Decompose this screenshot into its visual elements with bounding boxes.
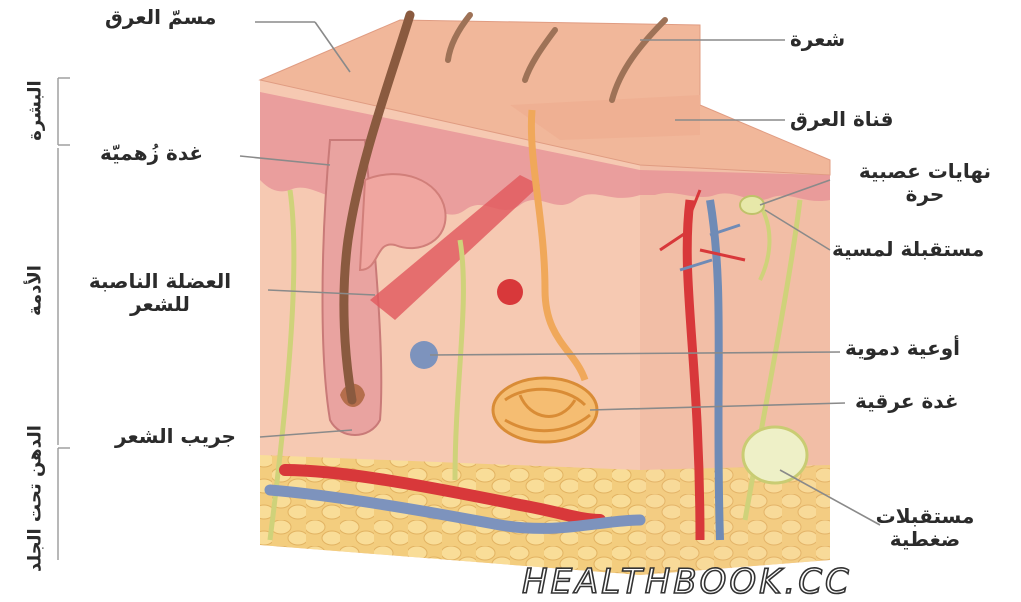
label-sebaceous-gland: غدة زُهميّة [100, 142, 203, 165]
layer-label-epidermis: البشرة [25, 71, 46, 151]
label-arrector-pili-line1: العضلة الناصبة [55, 270, 265, 293]
layer-brackets [58, 78, 70, 560]
watermark: HEALTHBOOK.CC [522, 562, 852, 602]
label-free-nerve-endings-line2: حرة [835, 183, 1015, 206]
label-pressure-receptors-line1: مستقبلات [860, 505, 990, 528]
label-pressure-receptors: مستقبلات ضغطية [860, 505, 990, 551]
label-free-nerve-endings: نهايات عصبية حرة [835, 160, 1015, 206]
label-hair-shaft: شعرة [790, 28, 845, 51]
sweat-gland [493, 378, 597, 442]
pressure-receptor [743, 427, 807, 483]
label-sweat-gland: غدة عرقية [855, 390, 958, 413]
label-arrector-pili-line2: للشعر [55, 293, 265, 316]
label-blood-vessels: أوعية دموية [845, 337, 960, 360]
label-touch-receptor: مستقبلة لمسية [832, 238, 984, 261]
vessel-cross-section-red [497, 279, 523, 305]
label-arrector-pili: العضلة الناصبة للشعر [55, 270, 265, 316]
layer-label-hypodermis: الدهن تحت الجلد [25, 414, 46, 584]
label-hair-follicle: جريب الشعر [115, 425, 236, 448]
label-sweat-duct: قناة العرق [790, 108, 894, 131]
label-sweat-pore: مسمّ العرق [105, 6, 216, 29]
label-pressure-receptors-line2: ضغطية [860, 528, 990, 551]
label-free-nerve-endings-line1: نهايات عصبية [835, 160, 1015, 183]
layer-label-dermis: الأدمة [25, 246, 46, 336]
